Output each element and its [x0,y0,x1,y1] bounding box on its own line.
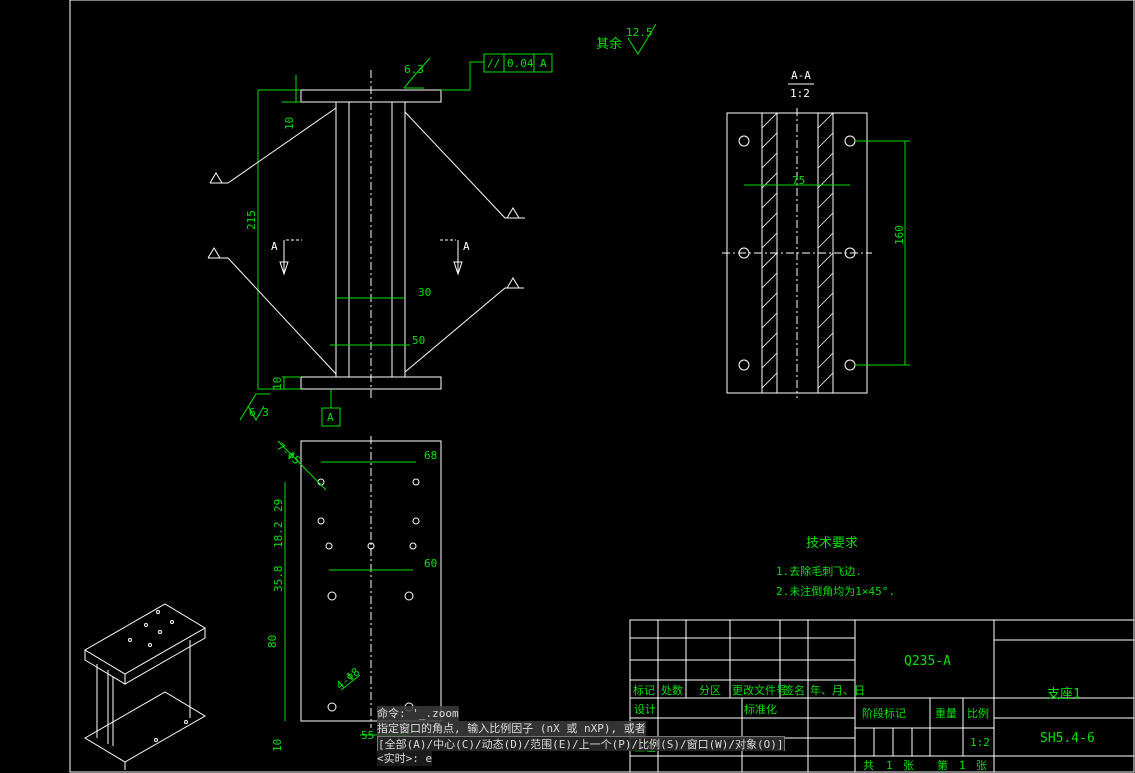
tb-label-sheets-1: 张 [903,759,914,772]
section-hatching [761,112,834,389]
tb-label-signature: 签名 [783,683,805,697]
top-view-holes [317,478,420,712]
tb-label-total: 共 [863,759,874,772]
dim-60: 60 [424,557,437,570]
holes-spec-top: 7-Φ5 [274,440,303,467]
general-roughness-label: 其余 [596,36,622,52]
isometric-view [84,603,206,770]
dim-55: 55 [361,729,374,742]
tech-req-item-1: 1.去除毛刺飞边. [776,564,862,578]
command-prompt: 指定窗口的角点, 输入比例因子 (nX 或 nXP), 或者 [377,721,646,736]
tb-label-date: 年、月、日 [810,683,865,697]
title-drawing-no: SH5.4-6 [1040,731,1095,746]
roughness-bottom-value: 6.3 [249,406,269,419]
tb-label-standardize: 标准化 [744,702,777,716]
drawing-frame [69,0,1135,773]
tb-label-stage: 阶段标记 [862,706,906,720]
datum-box-label: A [327,411,334,424]
tb-total-count: 1 [886,759,893,772]
command-input[interactable]: <实时>: e [377,751,433,766]
tb-label-count: 处数 [661,684,683,697]
tb-label-scale: 比例 [967,706,989,720]
dim-overall-height: 215 [245,210,258,230]
section-view-title: A-A [791,69,811,82]
section-mark-left: A [271,240,278,253]
dim-bottom-plate: 10 [271,377,284,390]
roughness-top-value: 6.3 [404,63,424,76]
section-view: A-A 1:2 75 [722,69,910,398]
section-holes [738,135,856,371]
top-view: 68 60 7-Φ5 29 18.2 35.8 80 10 4-Φ8 55 [266,436,442,752]
command-history: 命令: '_.zoom [377,706,459,721]
tb-label-weight: 重量 [935,706,957,720]
tech-requirements: 技术要求 1.去除毛刺飞边. 2.未注倒角均为1×45°. [776,536,895,598]
dim-35-8: 35.8 [272,566,285,593]
tolerance-datum: A [540,57,547,70]
tolerance-symbol: // [487,57,500,70]
section-mark-right: A [463,240,470,253]
holes-spec-bottom: 4-Φ8 [334,665,363,692]
tb-sheet-count: 1 [959,759,966,772]
section-view-scale: 1:2 [790,87,810,100]
tech-req-title: 技术要求 [806,536,858,551]
dim-web-gap: 30 [418,286,431,299]
dim-web-width: 50 [412,334,425,347]
tech-req-item-2: 2.未注倒角均为1×45°. [776,584,895,598]
command-options[interactable]: [全部(A)/中心(C)/动态(D)/范围(E)/上一个(P)/比例(S)/窗口… [377,736,785,751]
tolerance-value: 0.04 [507,57,534,70]
tb-label-design: 设计 [634,703,656,716]
tb-label-sheets-2: 张 [976,759,987,772]
front-view: 6.3 // 0.04 A 215 10 10 A [207,53,553,427]
command-line-window[interactable]: 命令: '_.zoom 指定窗口的角点, 输入比例因子 (nX 或 nXP), … [374,706,834,773]
dim-68: 68 [424,449,437,462]
dim-29: 29 [272,499,285,512]
tb-scale-value: 1:2 [970,736,990,749]
dim-80: 80 [266,635,279,648]
dim-18-2: 18.2 [272,522,285,549]
dim-75: 75 [792,174,805,187]
tb-label-zone: 分区 [699,684,721,697]
dim-160: 160 [893,225,906,245]
tb-label-change-doc: 更改文件号 [732,683,787,697]
title-part-name: 支座1 [1047,687,1081,702]
dim-top-plate: 10 [283,117,296,130]
tb-label-mark: 标记 [633,683,655,697]
general-roughness-value: 12.5 [626,26,653,39]
tb-label-sheet-no: 第 [937,758,948,772]
dim-10-bottom: 10 [271,739,284,752]
title-material: Q235-A [904,654,951,669]
general-roughness: 其余 12.5 [596,23,657,55]
